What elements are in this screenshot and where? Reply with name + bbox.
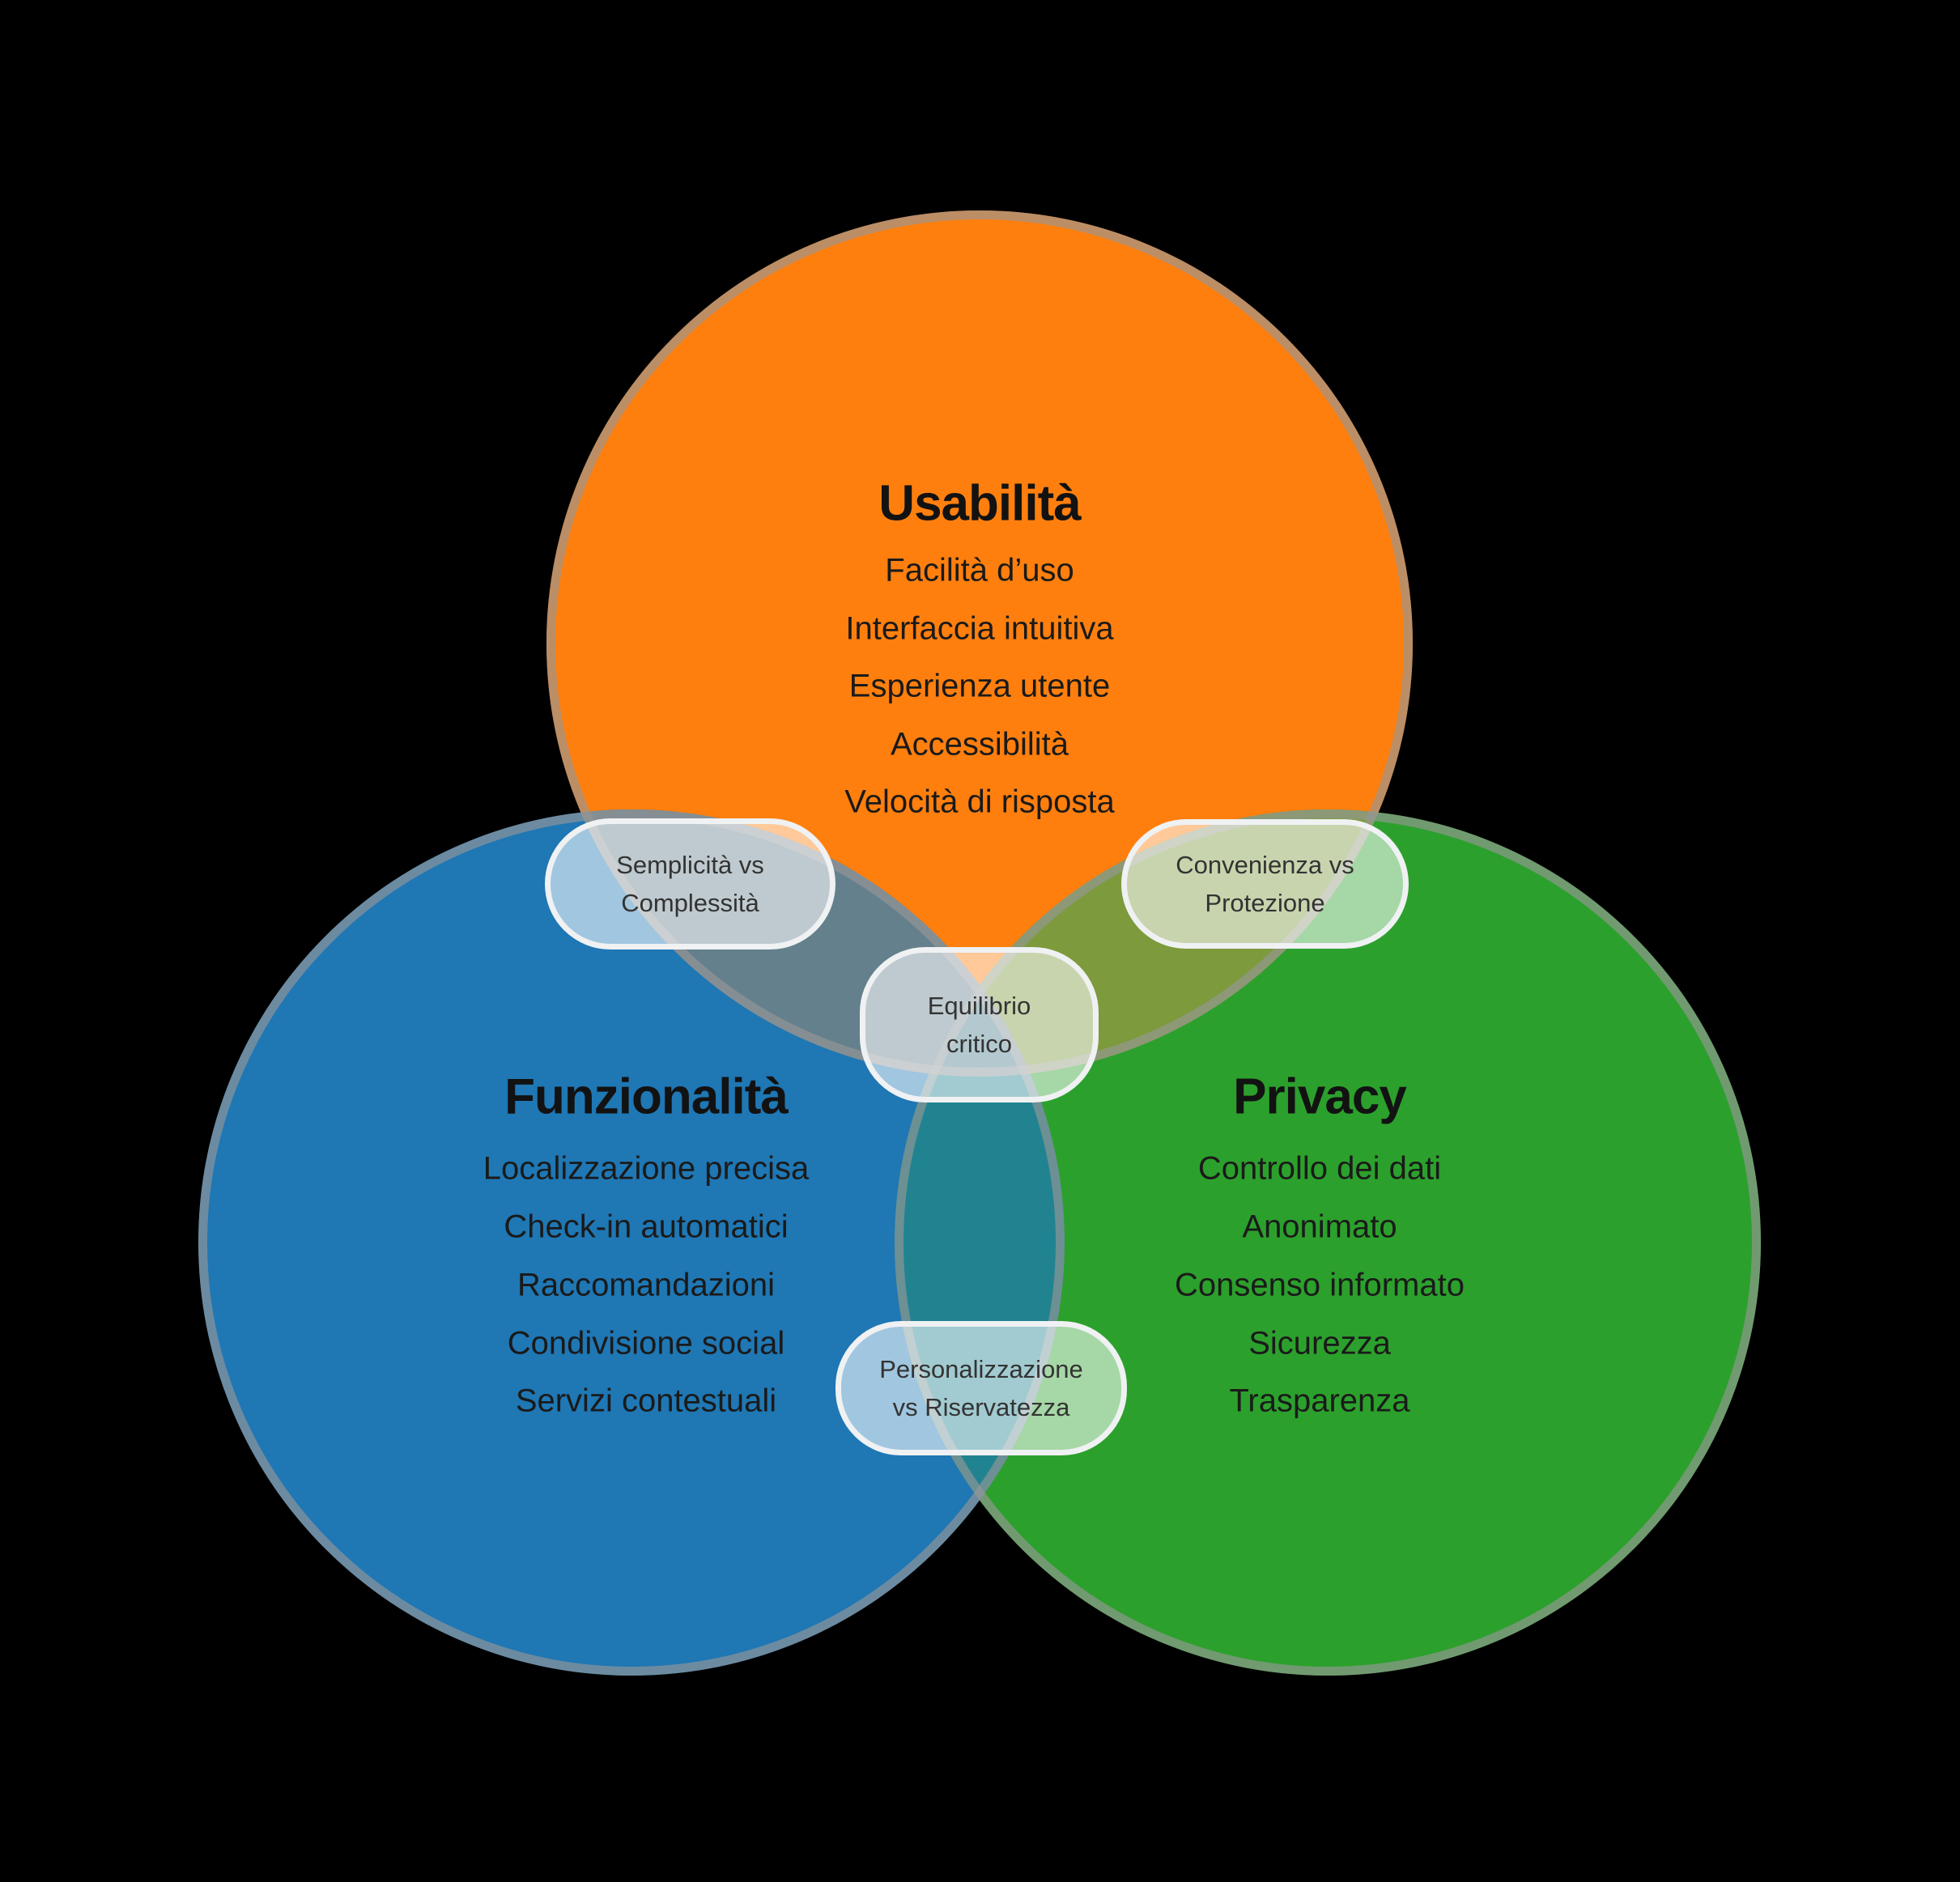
functionality-circle-edge [198,809,1065,1676]
functionality-title: Funzionalità [504,1068,789,1125]
usability-item: Interfaccia intuitiva [845,610,1114,647]
privacy-title: Privacy [1233,1068,1407,1125]
usability-item: Facilità d’uso [885,552,1074,588]
overlap-label-line: vs Riservatezza [892,1393,1070,1421]
usability-privacy-overlap [895,809,1413,1077]
functionality-item: Localizzazione precisa [483,1150,810,1187]
overlap-label-center: Equilibrio critico [860,947,1099,1102]
overlap-label-line: Equilibrio [927,992,1031,1020]
overlap-label-line: Complessità [621,889,759,917]
privacy-item: Consenso informato [1175,1267,1465,1303]
overlap-label-usability-functionality: Semplicità vs Complessità [545,818,835,949]
usability-item: Velocità di risposta [844,784,1115,820]
overlap-label-line: critico [946,1030,1012,1058]
overlap-label-line: Protezione [1205,889,1325,917]
privacy-item: Anonimato [1242,1209,1397,1245]
usability-item: Esperienza utente [848,668,1111,704]
usability-title: Usabilità [878,475,1081,532]
functionality-item: Servizi contestuali [515,1383,777,1419]
privacy-item: Controllo dei dati [1197,1150,1442,1187]
functionality-item: Check-in automatici [504,1209,789,1245]
usability-functionality-overlap [546,809,1065,1077]
functionality-item: Raccomandazioni [517,1267,775,1303]
functionality-item: Condivisione social [507,1325,785,1362]
overlap-label-usability-privacy: Convenienza vs Protezione [1121,819,1409,949]
privacy-item: Sicurezza [1248,1325,1391,1362]
privacy-item: Trasparenza [1229,1383,1410,1419]
overlap-label-line: Semplicità vs [616,851,764,879]
overlap-label-line: Personalizzazione [879,1355,1083,1383]
privacy-circle-edge [895,809,1761,1676]
overlap-label-line: Convenienza vs [1176,851,1354,879]
usability-item: Accessibilità [890,726,1069,763]
overlap-label-functionality-privacy: Personalizzazione vs Riservatezza [835,1321,1127,1455]
